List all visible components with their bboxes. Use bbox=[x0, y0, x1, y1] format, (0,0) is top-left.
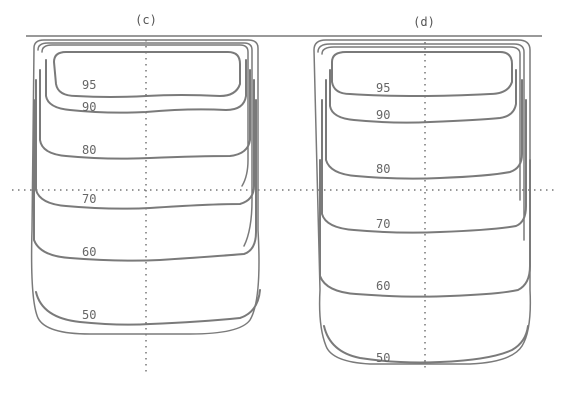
panel-c-contour-50 bbox=[35, 289, 261, 326]
panel-c-label-95: 95 bbox=[82, 78, 96, 92]
panel-d-label-60: 60 bbox=[376, 279, 390, 293]
panel-c-label: (c) bbox=[135, 13, 157, 27]
panel-c-contour-90 bbox=[45, 59, 247, 114]
panel-d: 95 90 80 70 60 50 bbox=[313, 39, 532, 372]
panel-c: 95 90 80 70 60 50 bbox=[30, 39, 261, 372]
panel-d-contour-90 bbox=[329, 69, 517, 124]
panel-d-label: (d) bbox=[413, 15, 435, 29]
panel-d-contour-50 bbox=[323, 325, 529, 364]
panel-d-label-50: 50 bbox=[376, 351, 390, 365]
panel-c-label-80: 80 bbox=[82, 143, 96, 157]
panel-d-outline-1 bbox=[313, 39, 532, 365]
panel-c-contour-95 bbox=[53, 51, 241, 98]
panel-d-contour-80 bbox=[325, 79, 523, 180]
panel-c-label-70: 70 bbox=[82, 192, 96, 206]
panel-d-outline-3 bbox=[321, 46, 521, 201]
panel-d-outline-2 bbox=[317, 43, 525, 241]
panel-d-label-90: 90 bbox=[376, 108, 390, 122]
panel-d-label-70: 70 bbox=[376, 217, 390, 231]
panel-c-contour-80 bbox=[39, 69, 251, 160]
panel-c-outline-2 bbox=[37, 42, 253, 247]
panel-c-outline-1 bbox=[30, 39, 260, 335]
panel-c-contour-70 bbox=[35, 79, 255, 210]
panel-c-label-60: 60 bbox=[82, 245, 96, 259]
panel-c-label-90: 90 bbox=[82, 100, 96, 114]
panel-c-contour-60 bbox=[33, 99, 257, 262]
panel-d-label-95: 95 bbox=[376, 81, 390, 95]
panel-d-contour-70 bbox=[321, 99, 527, 234]
panel-d-contour-60 bbox=[319, 159, 531, 298]
panel-c-label-50: 50 bbox=[82, 308, 96, 322]
panel-d-contour-95 bbox=[331, 51, 513, 97]
panel-c-outline-3 bbox=[41, 44, 249, 187]
panel-d-label-80: 80 bbox=[376, 162, 390, 176]
